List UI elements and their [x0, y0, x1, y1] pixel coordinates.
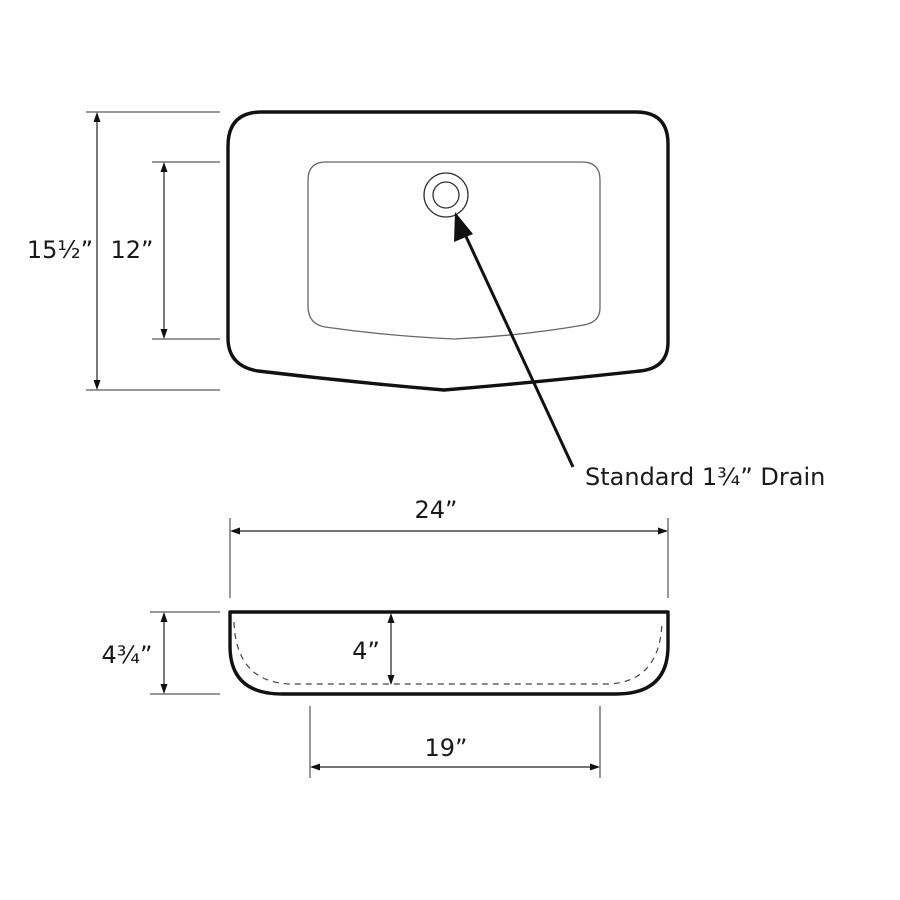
- arrowhead-down: [160, 684, 168, 694]
- arrowhead-down: [387, 675, 395, 685]
- arrowhead-up: [387, 613, 395, 623]
- sink-top-outline: [226, 110, 670, 392]
- arrowhead-down: [160, 329, 168, 339]
- drain-leader-arrow: [454, 212, 575, 468]
- overall-depth-dimension: [93, 112, 101, 390]
- overall-height-dimension: [160, 612, 168, 694]
- side-view: 24” 4¾” 4” 19”: [102, 496, 670, 778]
- arrowhead-up: [93, 112, 101, 122]
- bowl-depth-label: 12”: [111, 236, 154, 264]
- arrowhead-right: [590, 763, 600, 771]
- bowl-height-label: 4”: [352, 637, 380, 665]
- bowl-height-dimension: [387, 613, 395, 685]
- arrowhead-drain: [454, 212, 473, 242]
- bowl-depth-dimension: [160, 162, 168, 339]
- top-view: 15½” 12” Standard 1¾” Drain: [27, 110, 825, 491]
- drain: [423, 172, 469, 218]
- arrowhead-down: [93, 380, 101, 390]
- arrowhead-up: [160, 612, 168, 622]
- arrowhead-up: [160, 162, 168, 172]
- overall-width-dimension: [230, 527, 668, 535]
- overall-depth-label: 15½”: [27, 236, 93, 264]
- arrowhead-left: [310, 763, 320, 771]
- drain-callout-label: Standard 1¾” Drain: [585, 463, 825, 491]
- bowl-width-dimension: [310, 763, 600, 771]
- bowl-hidden-profile: [233, 621, 663, 685]
- overall-width-label: 24”: [415, 496, 458, 524]
- drain-inner-ring: [432, 181, 460, 209]
- bowl-width-label: 19”: [425, 734, 468, 762]
- arrowhead-left: [230, 527, 240, 535]
- bowl-inner-outline: [307, 161, 601, 340]
- arrowhead-right: [658, 527, 668, 535]
- overall-height-label: 4¾”: [102, 641, 153, 669]
- sink-side-outline: [228, 610, 670, 696]
